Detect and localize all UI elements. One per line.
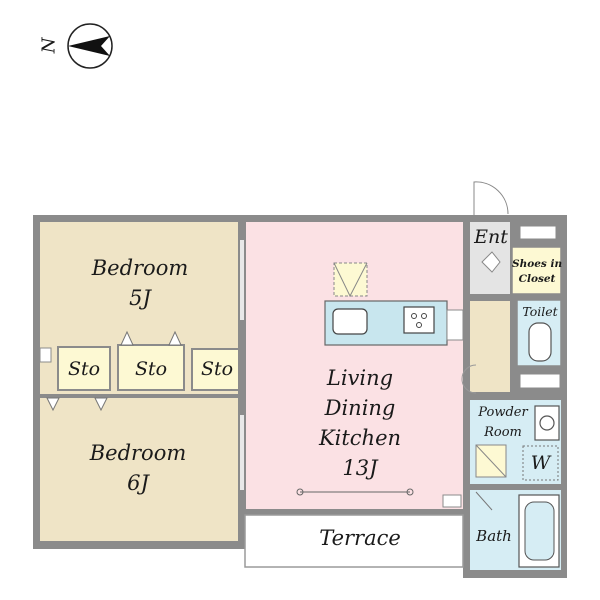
ldk-label-kitchen: Kitchen — [318, 426, 402, 450]
bedroom-6j-floor — [40, 398, 238, 541]
terrace-label: Terrace — [319, 526, 401, 550]
shoes-closet-label-line1: Shoes in — [512, 258, 563, 270]
storage-3-label: Sto — [200, 358, 234, 380]
shoes-closet-label-line2: Closet — [518, 273, 556, 285]
bath-label: Bath — [476, 527, 512, 545]
washbasin-icon — [534, 405, 560, 441]
washer-space — [522, 445, 559, 481]
storage-2-floor — [117, 344, 185, 391]
bedroom-5j-name: Bedroom — [91, 256, 189, 280]
refrigerator-space — [333, 262, 368, 297]
toilet-label: Toilet — [522, 304, 558, 319]
storage-2-label: Sto — [134, 358, 168, 380]
north-arrow-icon — [67, 23, 113, 69]
storage-1-label: Sto — [67, 358, 101, 380]
bedroom-6j-name: Bedroom — [89, 441, 187, 465]
ldk-label-size: 13J — [342, 456, 378, 480]
sink-icon — [332, 308, 368, 335]
shoes-closet-floor — [511, 246, 562, 295]
compass-label: N — [38, 37, 60, 54]
washer-label: W — [530, 452, 551, 474]
powder-room-label-line2: Room — [484, 425, 522, 440]
storage-3-floor — [191, 348, 241, 391]
terrace-floor — [244, 514, 464, 568]
bedroom-5j-size: 5J — [129, 286, 151, 310]
toilet-icon — [528, 322, 552, 362]
powder-room-label-line1: Powder — [478, 405, 528, 420]
stove-icon — [403, 306, 435, 334]
storage-1-floor — [57, 346, 111, 391]
bedroom-5j-floor — [40, 222, 238, 339]
entrance-label: Ent — [474, 226, 508, 248]
ldk-label-dining: Dining — [324, 396, 396, 420]
bedroom-6j-size: 6J — [127, 471, 149, 495]
hallway-floor — [470, 301, 510, 392]
ldk-label-living: Living — [326, 366, 394, 390]
